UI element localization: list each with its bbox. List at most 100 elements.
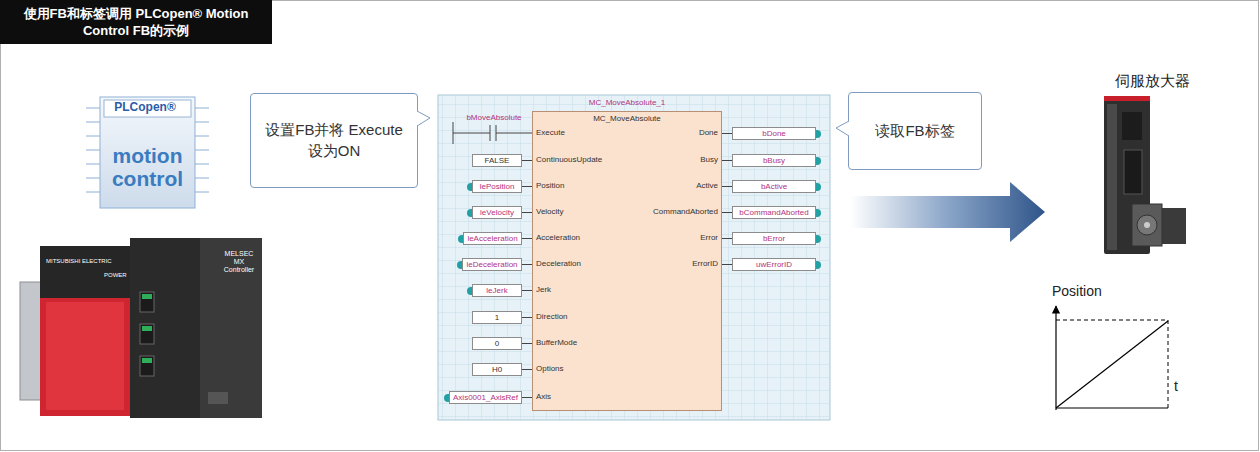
plc-controller-part (142, 294, 152, 299)
variable-box: leJerk (472, 284, 522, 297)
variable-name: 0 (495, 339, 499, 349)
servo-amplifier-part (1104, 96, 1150, 101)
pin-name: Deceleration (536, 259, 581, 269)
variable-box: uwErrorID (732, 258, 816, 271)
port-knob (816, 157, 821, 165)
wire (522, 160, 532, 161)
pointer-fill (417, 111, 430, 126)
plc-controller-part (140, 324, 154, 344)
fbd-editor-panel-part (438, 95, 830, 420)
pin-name: Axis (536, 392, 551, 402)
variable-box: FALSE (472, 154, 522, 167)
device-label: 伺服放大器 (1110, 72, 1194, 89)
position-chart-part (1056, 321, 1168, 408)
title-tab: 使用FB和标签调用 PLCopen® Motion Control FB的示例 (0, 0, 272, 44)
callout-bubble: 读取FB标签 (848, 92, 982, 170)
port-knob (444, 394, 449, 402)
variable-box: Axis0001_AxisRef (449, 391, 522, 404)
variable-name: leVelocity (480, 208, 514, 218)
servo-motor-part (1132, 204, 1162, 246)
servo-amplifier-part (1107, 104, 1117, 250)
variable-box: lePosition (472, 180, 522, 193)
signal-arrow (850, 182, 1045, 242)
wire (522, 212, 532, 213)
port-knob (816, 183, 821, 191)
variable-name: lePosition (480, 182, 515, 192)
variable-box: bActive (732, 180, 816, 193)
variable-box: leAcceleration (463, 232, 522, 245)
wire (722, 186, 732, 187)
function-block: MC_MoveAbsolute_1MC_MoveAbsoluteExecuteC… (532, 111, 722, 411)
wire (522, 369, 532, 370)
wire (722, 133, 732, 134)
plc-controller-part (200, 238, 262, 418)
variable-name: leJerk (486, 286, 507, 296)
pin-name: CommandAborted (653, 207, 718, 217)
port-knob (816, 235, 821, 243)
axis-label: Position (1052, 283, 1102, 299)
position-chart-part (1056, 407, 1168, 408)
variable-name: H0 (492, 365, 502, 375)
variable-box: bError (732, 232, 816, 245)
port-knob (467, 183, 472, 191)
pin-name: Error (700, 233, 718, 243)
plc-controller-part (46, 302, 124, 410)
port-knob (816, 261, 821, 269)
pointer-outline (417, 111, 430, 126)
wire (722, 160, 732, 161)
wire (522, 186, 532, 187)
variable-box: leDeceleration (462, 258, 522, 271)
logo-text: PLCopen® (102, 101, 188, 115)
plc-controller (20, 238, 262, 418)
plc-controller-part (40, 246, 130, 298)
fbd-editor-panel-part (438, 95, 830, 420)
plc-controller-part (40, 246, 130, 416)
variable-box: bBusy (732, 154, 816, 167)
wire (522, 343, 532, 344)
variable-box: bDone (732, 127, 816, 140)
variable-name: bError (763, 234, 785, 244)
variable-name: bCommandAborted (739, 208, 808, 218)
pin-name: Direction (536, 312, 568, 322)
variable-name: bActive (761, 182, 787, 192)
variable-name: bDone (762, 129, 786, 139)
plc-controller-part (130, 238, 200, 418)
variable-name: FALSE (485, 156, 510, 166)
servo-motor-part (1144, 222, 1150, 228)
pin-name: Velocity (536, 207, 564, 217)
fbd-editor-panel-part (453, 122, 532, 144)
callout-bubble: 设置FB并将 Execute设为ON (250, 93, 418, 188)
logo-text: motion (100, 145, 195, 166)
pin-name: Done (699, 128, 718, 138)
pin-name: Acceleration (536, 233, 580, 243)
plc-controller-part (140, 356, 154, 376)
wire (722, 264, 732, 265)
port-knob (458, 235, 463, 243)
variable-name: 1 (495, 313, 499, 323)
wire (522, 238, 532, 239)
position-chart (1056, 306, 1168, 410)
variable-box: bCommandAborted (732, 206, 816, 219)
servo-motor (1132, 204, 1186, 246)
port-knob (457, 261, 462, 269)
port-knob (467, 287, 472, 295)
pin-name: Options (536, 364, 564, 374)
plc-controller-part (140, 292, 154, 312)
wire (522, 264, 532, 265)
port-knob (467, 209, 472, 217)
port-knob (816, 130, 821, 138)
variable-name: Axis0001_AxisRef (453, 393, 518, 403)
callout-pointer (417, 93, 431, 188)
pin-name: BufferMode (536, 338, 577, 348)
callout-text: 读取FB标签 (875, 121, 954, 141)
pin-name: Busy (700, 155, 718, 165)
pin-name: Jerk (536, 285, 551, 295)
wire (522, 397, 532, 398)
wire (722, 212, 732, 213)
position-chart-part (1055, 306, 1056, 410)
pointer-outline (836, 121, 849, 136)
logo-text: control (100, 168, 195, 189)
variable-name: leAcceleration (467, 234, 517, 244)
variable-name: uwErrorID (756, 260, 792, 270)
